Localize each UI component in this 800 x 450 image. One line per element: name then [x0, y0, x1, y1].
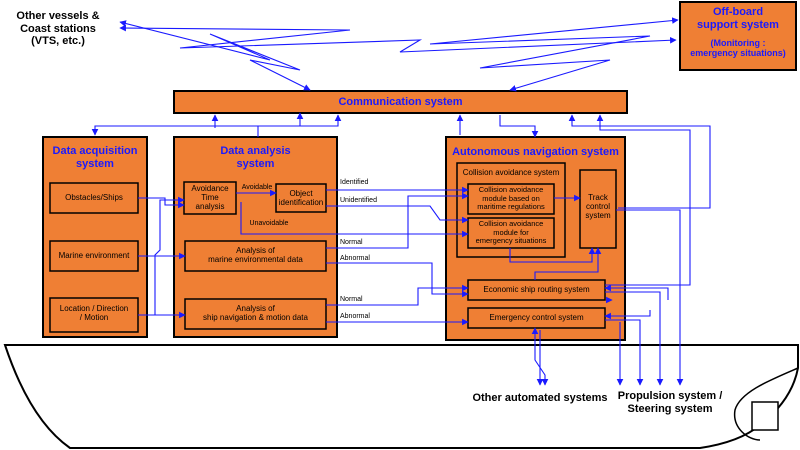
collision-system-label: Collision avoidance system [462, 168, 560, 177]
flow-arrows [91, 17, 711, 386]
location-direction-motion-box [49, 297, 139, 333]
abnormal-env-arrow [326, 262, 469, 298]
side-to-economic [604, 284, 669, 300]
location-label: Location / Direction / Motion [59, 304, 129, 323]
analysis-title: Data analysis system [220, 145, 291, 170]
comm-track-up [568, 114, 711, 209]
cam-maritime-label: Collision avoidance module based on mari… [477, 185, 545, 212]
marine-env-analysis-label: Analysis of marine environmental data [208, 246, 303, 265]
unavoidable-label: Unavoidable [249, 220, 289, 227]
autonomous-title: Autonomous navigation system [452, 146, 619, 158]
acquisition-title: Data acquisition system [52, 145, 138, 170]
hull-bow-contour [733, 367, 799, 441]
link-vessels-communication [119, 20, 311, 91]
offboard-title: Off-board support system [697, 6, 779, 31]
communication-system-bar [173, 90, 628, 114]
marine-env-analysis-box [184, 240, 327, 272]
propulsion-label: Propulsion system / Steering system [617, 390, 723, 415]
comm-to-acquisition [91, 112, 304, 136]
avoidable-label: Avoidable [241, 184, 273, 191]
marine-environment-box [49, 240, 139, 272]
emergency-module-to-track [509, 247, 596, 263]
hull-window [751, 401, 779, 431]
normal-nav-arrow [326, 284, 469, 306]
track-control-label: Track control system [585, 193, 611, 221]
track-control-box [579, 169, 617, 249]
other-automated-label: Other automated systems [472, 392, 608, 404]
unidentified-arrow [326, 205, 469, 224]
object-identification-box [275, 183, 327, 213]
unavoidable-arrow [240, 202, 469, 238]
cam-emergency-box [467, 217, 555, 249]
normal-label-1: Normal [340, 239, 363, 246]
vessels-label: Other vessels & Coast stations (VTS, etc… [16, 10, 100, 48]
unidentified-label: Unidentified [340, 197, 377, 204]
obstacles-label: Obstacles/Ships [65, 193, 123, 202]
economic-to-track [534, 247, 602, 280]
link-offboard-communication [429, 17, 679, 92]
identified-label: Identified [340, 179, 369, 186]
avoidance-time-label: Avoidance Time analysis [191, 184, 229, 212]
economic-to-propulsion [605, 291, 664, 386]
normal-env-arrow [326, 192, 469, 249]
offboard-subtitle: (Monitoring : emergency situations) [690, 38, 786, 59]
communication-label: Communication system [338, 96, 463, 108]
obstacles-ships-box [49, 182, 139, 214]
avoidance-time-box [183, 181, 237, 215]
cam-emergency-label: Collision avoidance module for emergency… [475, 219, 547, 246]
abnormal-label-1: Abnormal [340, 255, 370, 262]
economic-routing-label: Economic ship routing system [483, 285, 590, 294]
cam-maritime-box [467, 183, 555, 215]
side-to-emergency [604, 310, 651, 320]
comm-to-analysis [257, 114, 342, 137]
ship-nav-analysis-box [184, 298, 327, 330]
emergency-control-label: Emergency control system [489, 313, 584, 322]
abnormal-label-2: Abnormal [340, 313, 370, 320]
link-vessels-offboard [119, 24, 677, 53]
normal-label-2: Normal [340, 296, 363, 303]
location-to-avoidance [154, 196, 185, 315]
ship-nav-analysis-label: Analysis of ship navigation & motion dat… [203, 304, 308, 323]
object-id-label: Object identification [278, 189, 324, 208]
ship-hull [3, 344, 799, 449]
marine-environment-label: Marine environment [58, 251, 130, 260]
comm-autonomous-2 [499, 115, 539, 138]
offboard-support-box [679, 1, 797, 71]
track-to-propulsion [616, 209, 684, 386]
obstacles-to-avoidance [138, 197, 185, 209]
comm-economic-up [596, 114, 691, 286]
emergency-to-propulsion [605, 319, 644, 386]
